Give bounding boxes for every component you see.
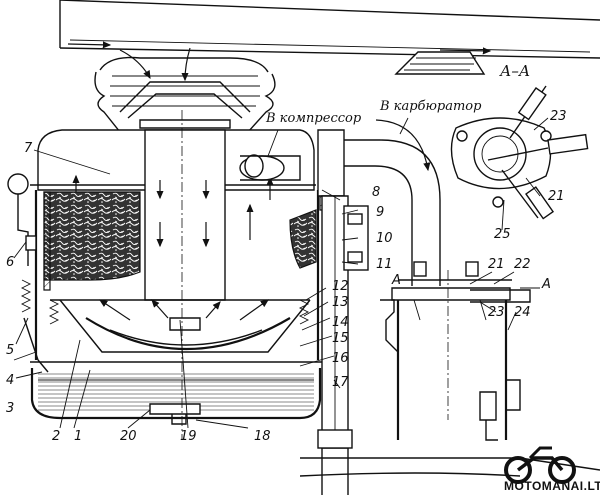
part-number-16: 16 xyxy=(332,351,349,366)
label-section-mark-right: А xyxy=(541,277,551,292)
part-number-5: 5 xyxy=(6,343,14,358)
label-section-mark-left: А xyxy=(391,273,401,288)
section-a-a-inset xyxy=(450,85,589,220)
part-number-23-section: 23 xyxy=(550,109,567,124)
part-number-10: 10 xyxy=(376,231,393,246)
part-number-4: 4 xyxy=(6,373,14,388)
floor-line-2 xyxy=(299,472,521,477)
compressor-outlet xyxy=(239,154,301,181)
part-number-19: 19 xyxy=(180,429,197,444)
part-number-2: 2 xyxy=(52,429,60,444)
part-number-15: 15 xyxy=(332,331,349,346)
part-number-24: 24 xyxy=(514,305,531,320)
label-compressor: В компрессор xyxy=(265,111,362,126)
part-number-13: 13 xyxy=(332,295,349,310)
part-number-21-main: 21 xyxy=(488,257,505,272)
part-number-22: 22 xyxy=(514,257,531,272)
filter-frame xyxy=(43,191,51,291)
label-carburetor: В карбюратор xyxy=(379,99,482,114)
vertical-stud xyxy=(317,195,369,495)
part-number-7: 7 xyxy=(24,141,33,156)
part-number-21-section: 21 xyxy=(548,189,565,204)
frame-tube xyxy=(59,0,600,82)
part-number-8: 8 xyxy=(372,185,380,200)
part-number-9: 9 xyxy=(376,205,384,220)
part-number-25: 25 xyxy=(494,227,511,242)
air-cleaner-housing xyxy=(30,119,320,360)
filter-element-left xyxy=(43,191,141,281)
part-number-17: 17 xyxy=(332,375,349,390)
part-number-14: 14 xyxy=(332,315,349,330)
part-number-23-main: 23 xyxy=(488,305,505,320)
part-number-1: 1 xyxy=(74,429,82,444)
leader-lines xyxy=(13,117,549,429)
part-number-18: 18 xyxy=(254,429,271,444)
part-number-12: 12 xyxy=(332,279,349,294)
frame-mount xyxy=(394,51,486,75)
part-number-3: 3 xyxy=(6,401,14,416)
latch-springs xyxy=(7,173,310,373)
filter-element-right xyxy=(289,209,317,269)
watermark-text: MOTOMANAI.LT xyxy=(504,479,600,493)
part-number-6: 6 xyxy=(6,255,14,270)
label-section: А–А xyxy=(499,62,530,80)
part-number-11: 11 xyxy=(376,257,393,272)
motorcycle-icon xyxy=(504,446,576,484)
bellows-connector xyxy=(94,56,276,133)
frame-mount-hatch xyxy=(404,57,476,71)
part-number-20: 20 xyxy=(120,429,137,444)
carburetor-body xyxy=(380,261,531,441)
